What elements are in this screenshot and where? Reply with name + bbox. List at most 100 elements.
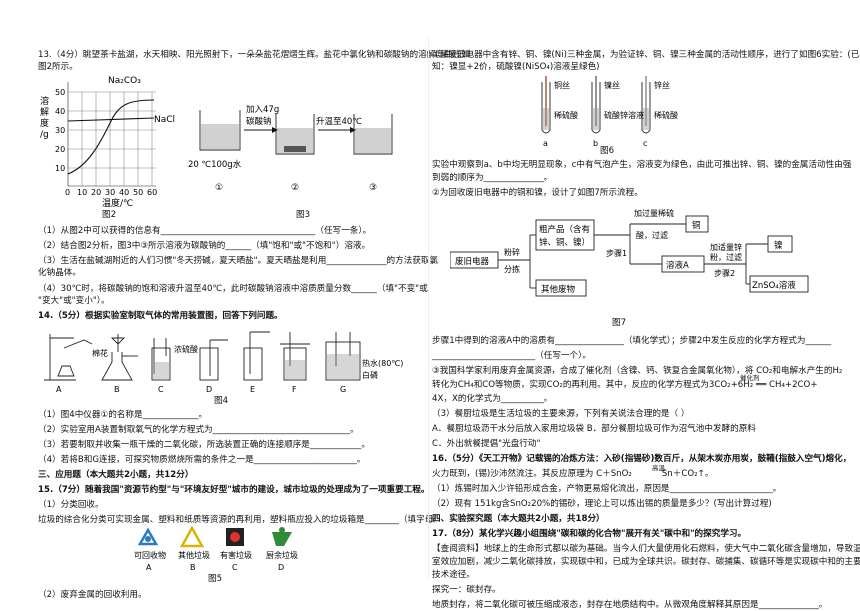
r-line-13: C．外出就餐提倡"光盘行动"	[432, 439, 541, 449]
y-label-4: /g	[40, 130, 49, 140]
arrow3-top: 加适量锌	[710, 242, 742, 252]
ytick: 50	[55, 88, 65, 97]
bin-name: 厨余垃圾	[266, 550, 298, 560]
step-heat-label: 升温至40℃	[316, 116, 362, 127]
section-4-heading: 四、实验探究题（本大题共2小题，共18分）	[432, 514, 605, 524]
bin-letter: B	[190, 563, 196, 572]
q16-intro: 16.（5分）《天工开物》记载锡的冶炼方法：入砂(指锡砂)数百斤，从架木炭亦用炭…	[432, 454, 852, 464]
label-hot-water: 热水(80℃)	[362, 358, 403, 368]
recycle-icon	[137, 527, 159, 546]
r-line-1: ①某废旧电器中含有锌、铜、镍(Ni)三种金属，为验证锌、铜、镍三种金属的活动性顺…	[432, 50, 860, 60]
xtick: 40	[119, 188, 129, 197]
xtick: 10	[77, 188, 87, 197]
x-axis-label: 温度/℃	[102, 197, 133, 208]
bin-name: 有害垃圾	[220, 550, 252, 560]
label-acid: 浓硫酸	[174, 344, 198, 354]
label-white-phosphorus: 白磷	[362, 370, 378, 380]
ytick: 30	[55, 126, 65, 135]
xtick: 60	[147, 188, 157, 197]
marker-3: ③	[369, 183, 377, 193]
bin-name: 其他垃圾	[178, 550, 210, 560]
y-label-2: 解	[40, 106, 49, 118]
q14-intro: 14.（5分）根据实验室制取气体的常用装置图，回答下列问题。	[38, 311, 283, 321]
box-crude-1: 粗产品（含有	[539, 224, 590, 235]
figure-4-apparatus: 棉花 浓硫酸 热水(80℃) 白磷 A B C D E F G	[44, 331, 403, 394]
q14-part1: （1）图4中仪器①的名称是_____________。	[38, 410, 208, 420]
arrow1-top: 粉碎	[504, 247, 520, 257]
step1-label: 步骤1	[606, 249, 627, 258]
r-line-12: A．餐厨垃圾沥干水分后放入家用垃圾袋 B．部分餐厨垃圾可作为沼气池中发酵的原料	[432, 424, 756, 434]
solution-label: 稀硫酸	[554, 110, 578, 120]
apparatus-letter: C	[158, 385, 164, 394]
catalyst-label: 催化剂	[740, 374, 760, 382]
figure-5-caption: 图5	[208, 574, 223, 584]
r-line-9: 转化为CH₄和CO等物质，实现CO₂的再利用。其中，反应的化学方程式为3CO₂+…	[432, 380, 818, 390]
q15-part2: （2）废弃金属的回收利用。	[38, 590, 147, 600]
ytick: 10	[55, 164, 65, 173]
nacl-curve	[67, 117, 155, 122]
section-3-heading: 三、应用题（本大题共2小题，共12分）	[38, 470, 194, 480]
q14-part2: （2）实验室用A装置制取氧气的化学方程式为___________________…	[38, 425, 359, 435]
q13-part1: （1）从图2中可以获得的信息有_________________________…	[38, 226, 372, 236]
q17-info-2: 室效应加剧，减少二氧化碳排放，实现碳中和，已成为全球共识。碳封存、碳捕集、碳循环…	[432, 557, 860, 567]
bin-letter: C	[232, 563, 238, 572]
figure-6-test-tubes: 铜丝 镍丝 锌丝 稀硫酸 硫酸锌溶液 稀硫酸 a b c	[541, 76, 678, 148]
beaker1-label: 20 ℃100g水	[188, 159, 242, 170]
r-line-4: 到弱的顺序为______________。	[432, 173, 553, 183]
figure-3-beakers: 加入47g 碳酸钠 升温至40℃ 20 ℃100g水 ① ② ③	[188, 104, 393, 193]
apparatus-letter: F	[292, 385, 297, 394]
arrow2-top: 加过量稀硫	[634, 208, 674, 218]
box-solution-a: 溶液A	[666, 260, 689, 271]
tube-letter: a	[543, 139, 548, 148]
r-line-3: 实验中观察到a、b中均无明显现象，c中有气泡产生，溶液变为绿色，由此可推出锌、铜…	[432, 160, 852, 170]
apparatus-letter: E	[250, 385, 255, 394]
metal-label: 铜丝	[554, 80, 570, 90]
ytick: 20	[55, 145, 65, 154]
apparatus-letter: G	[340, 385, 346, 394]
column-divider	[428, 38, 429, 578]
solution-label: 硫酸锌溶液	[604, 110, 644, 120]
arrow3-bottom: 粉，过滤	[710, 252, 742, 262]
q13-part4: （4）30℃时，将碳酸钠的饱和溶液升温至40℃，此时碳酸钠溶液中溶质质量分数__…	[38, 284, 428, 294]
series-nacl-label: NaCl	[154, 115, 175, 125]
tube-letter: c	[643, 139, 647, 148]
q14-part3: （3）若要制取并收集一瓶干燥的二氧化碳，所选装置正确的连接顺序是________…	[38, 440, 371, 450]
figure-2-caption: 图2	[102, 210, 117, 220]
r-line-11: （3）餐厨垃圾是生活垃圾的主要来源，下列有关说法合理的是（ ）	[432, 409, 690, 419]
arrow1-bottom: 分拣	[504, 264, 520, 274]
box-nickel: 镍	[774, 240, 783, 251]
apparatus-letter: B	[114, 385, 120, 394]
figure-6-caption: 图6	[600, 146, 615, 156]
figure-2-solubility-chart: Na₂CO₃ NaCl 溶 解 度 /g 50 40 30 20 10 0 10…	[40, 76, 175, 208]
hazardous-waste-icon	[226, 528, 244, 546]
series-na2co3-label: Na₂CO₃	[108, 76, 141, 86]
q17-inquiry-1: 探究一：碳封存。	[432, 585, 501, 595]
box-start: 废旧电器	[455, 256, 490, 267]
q13-intro: 13.（4分）眺望茶卡盐湖，水天相映、阳光照射下，一朵朵盐花熠熠生辉。盐花中氯化…	[38, 50, 470, 60]
figure-7-caption: 图7	[612, 318, 627, 328]
arrow2-bottom: 酸，过滤	[636, 230, 668, 240]
bin-letter: A	[146, 563, 152, 572]
q17-info-1: 【查阅资料】地球上的生命形式都以碳为基础。当今人们大量使用化石燃料，使大气中二氧…	[432, 544, 860, 554]
ytick: 40	[55, 107, 65, 116]
metal-label: 镍丝	[604, 80, 620, 90]
solution-label: 稀硫酸	[654, 110, 678, 120]
xtick: 50	[133, 188, 143, 197]
q17-info-3: 技术途径。	[432, 570, 475, 580]
apparatus-letter: D	[206, 385, 212, 394]
step-add-label-2: 碳酸钠	[246, 116, 272, 127]
figure-7-flowchart: 废旧电器 粉碎 分拣 粗产品（含有 锌、铜、镍） 其他废物 加过量稀硫 酸，过滤…	[450, 208, 809, 297]
step-add-label: 加入47g	[246, 104, 279, 115]
q13-part2: （2）结合图2分析，图3中③所示溶液为碳酸钠的______（填"饱和"或"不饱和…	[38, 241, 371, 251]
r-line-7: ________________________（任写一个）。	[432, 351, 591, 361]
q17-geological: 地质封存，将二氧化碳可被压缩成液态，封存在地质结构中。从微观角度解释其原因是__…	[432, 600, 828, 610]
q16-part2: （2）现有 151kg含SnO₂20%的锡砂，理论上可以炼出锡的质量是多少？(写…	[432, 499, 772, 509]
r-line-6: 步骤1中得到的溶液A中的溶质有________________（填化学式）；步骤…	[432, 336, 832, 346]
box-crude-2: 锌、铜、镍）	[539, 237, 590, 248]
q16-part1: （1）炼锡时加入少许铅形成合金，产物更易熔化流出，原因是____________…	[432, 484, 782, 494]
step2-label: 步骤2	[714, 269, 735, 278]
q15-part1: （1）分类回收。	[38, 500, 104, 510]
q13-part4-cont: "变大"或"变小"）。	[38, 296, 110, 306]
figure-5-bins: 可回收物 其他垃圾 有害垃圾 厨余垃圾 A B C D	[134, 525, 298, 572]
